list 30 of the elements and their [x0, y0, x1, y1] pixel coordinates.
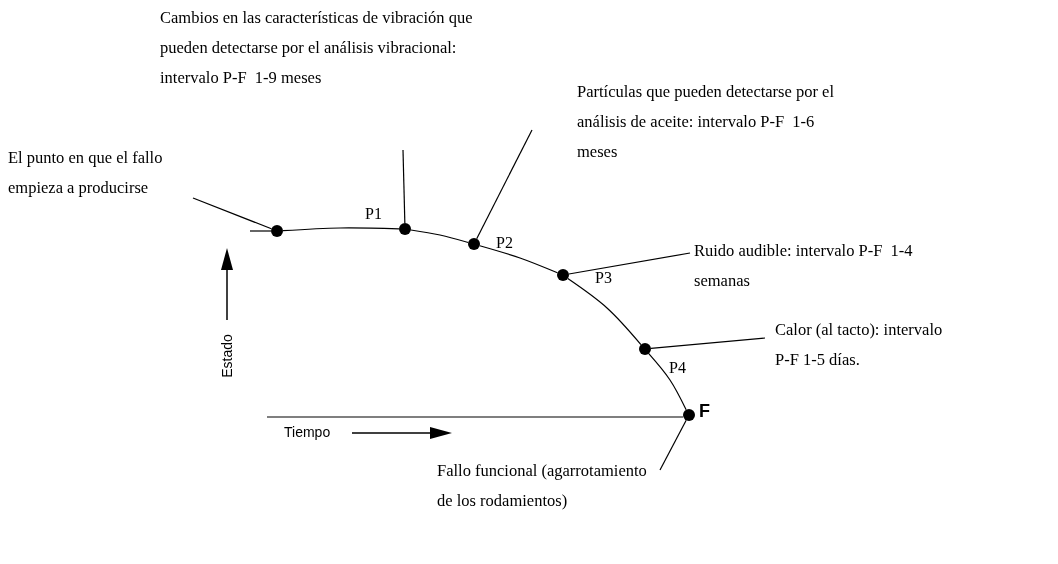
- leader-line: [476, 129, 533, 240]
- leader-line: [192, 197, 273, 230]
- callout-text: Partículas que pueden detectarse por el análisis de aceite: intervalo P-F 1-6 meses: [577, 77, 843, 167]
- callout-text: El punto en que el fallo empieza a producirse: [8, 143, 193, 203]
- curve-line: [648, 353, 687, 411]
- axis-label: Estado: [218, 334, 235, 378]
- leader-line: [650, 337, 766, 350]
- axis-label: Tiempo: [284, 424, 331, 440]
- curve-line: [410, 229, 469, 244]
- callout-text: Ruido audible: intervalo P-F 1-4 semanas: [694, 236, 922, 296]
- point-marker: [639, 343, 651, 355]
- point-label: F: [699, 401, 710, 422]
- point-marker: [557, 269, 569, 281]
- callout-text: Fallo funcional (agarrotamiento de los rodamientos): [437, 456, 655, 516]
- point-label: P2: [496, 234, 513, 252]
- callout-text: Cambios en las características de vibración que pueden detectarse por el análisis vibracional: intervalo P-F 1-9 meses: [160, 3, 495, 93]
- point-marker: [271, 225, 283, 237]
- point-label: P4: [669, 359, 686, 377]
- point-label: P3: [595, 269, 612, 287]
- callout-text: Calor (al tacto): intervalo P-F 1-5 días.: [775, 315, 953, 375]
- curve-line: [282, 227, 400, 232]
- curve-line: [479, 245, 558, 274]
- leader-line: [568, 252, 691, 275]
- curve-line: [567, 278, 642, 346]
- leader-line: [402, 149, 406, 224]
- point-label: P1: [365, 205, 382, 223]
- point-marker: [399, 223, 411, 235]
- leader-line: [659, 419, 687, 471]
- point-marker: [468, 238, 480, 250]
- point-marker: [683, 409, 695, 421]
